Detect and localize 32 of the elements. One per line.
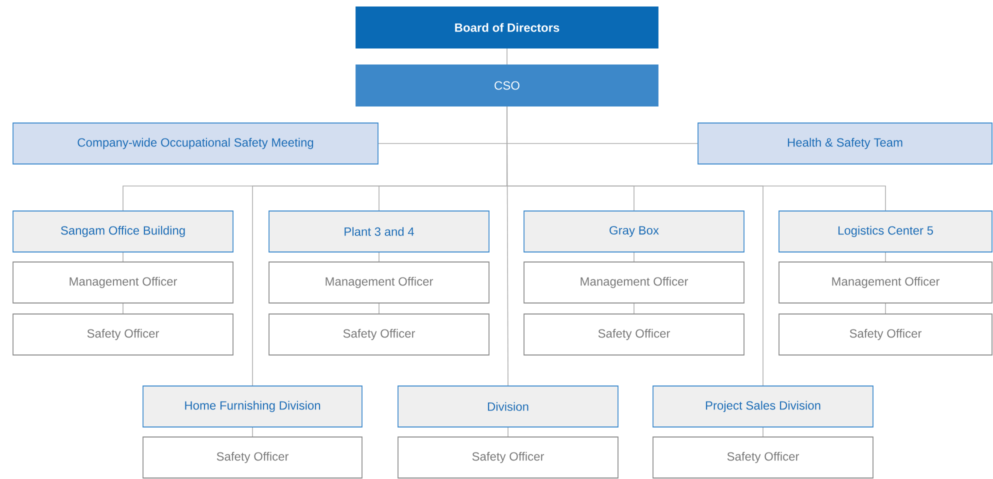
connector-line [885,252,886,262]
connector-line [122,252,124,262]
role-box: Safety Officer [652,436,874,478]
connector-line [378,303,380,314]
title-box: Board of Directors [356,6,658,48]
connector-line [252,427,253,437]
connector-line [885,303,886,314]
role-box: Management Officer [268,262,490,304]
role-box: Safety Officer [12,314,234,356]
unit-box: Home Furnishing Division [142,386,362,428]
connector-line [378,252,380,262]
unit-box: Sangam Office Building [12,210,234,252]
role-box: Safety Officer [142,436,362,478]
role-box: Management Officer [524,262,744,304]
role-box: Management Officer [12,262,234,304]
unit-box: Plant 3 and 4 [268,210,490,252]
unit-box: Logistics Center 5 [778,210,992,252]
role-box: Management Officer [778,262,992,304]
connector-line [122,303,124,314]
committee-box: Company-wide Occupational Safety Meeting [12,122,378,164]
connector-line [762,427,764,437]
unit-box: Project Sales Division [652,386,874,428]
connector-line [506,106,764,386]
role-box: Safety Officer [778,314,992,356]
officer-box: CSO [356,64,658,106]
role-box: Safety Officer [524,314,744,356]
connector-line [506,48,508,65]
unit-box: Gray Box [524,210,744,252]
role-box: Safety Officer [398,436,618,478]
unit-box: Division [398,386,618,428]
role-box: Safety Officer [268,314,490,356]
committee-box: Health & Safety Team [698,122,992,164]
